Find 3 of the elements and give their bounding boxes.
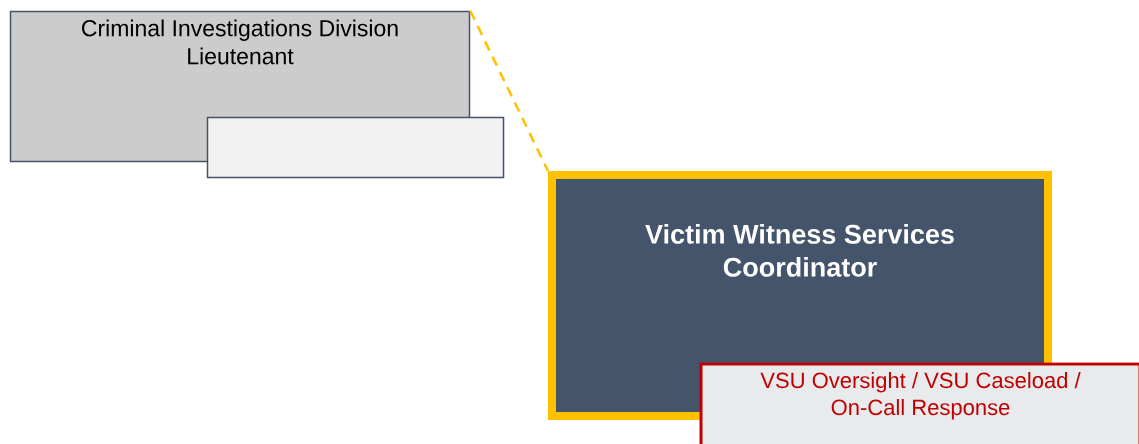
title-box: VSU Oversight / VSU Caseload / On-Call Response <box>699 362 1139 444</box>
empty-box <box>206 116 505 179</box>
connector-line <box>469 10 550 172</box>
